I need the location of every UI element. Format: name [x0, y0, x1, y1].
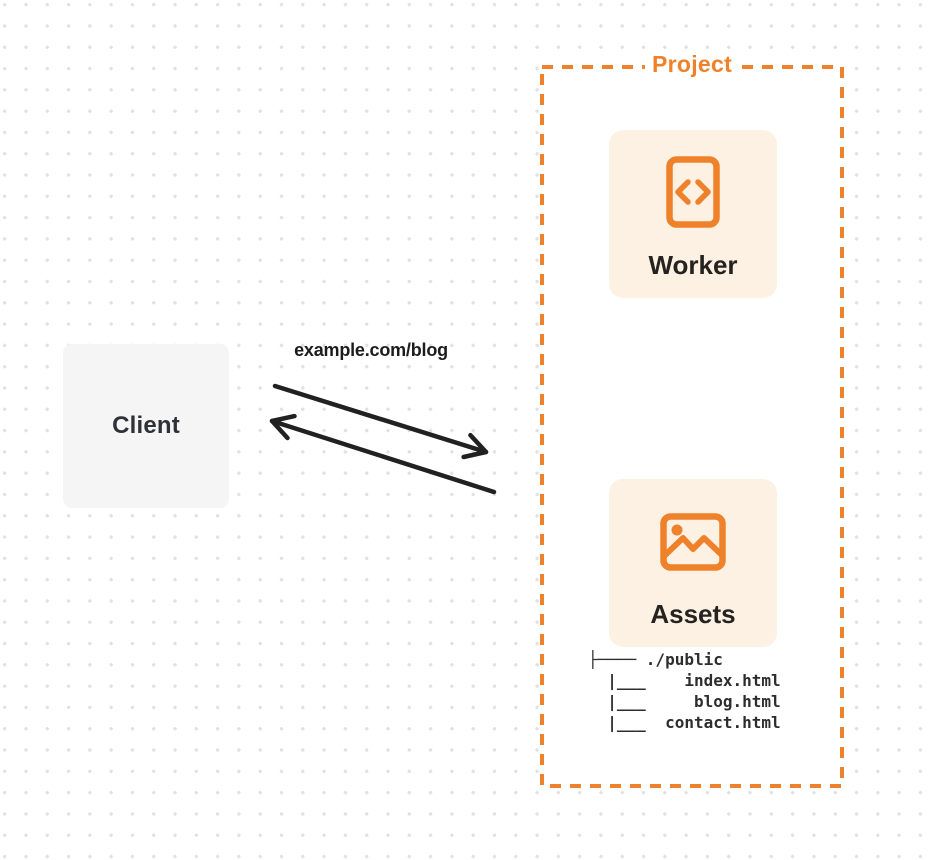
- project-container: Project Worker: [540, 51, 844, 788]
- client-node: Client: [63, 344, 229, 508]
- assets-file-tree: ├──── ./public |___ index.html |___ blog…: [588, 650, 781, 732]
- assets-node: Assets: [609, 479, 777, 647]
- request-url-label: example.com/blog: [294, 340, 448, 360]
- response-arrow: [269, 413, 497, 495]
- request-response-arrows: [269, 383, 497, 495]
- project-title: Project: [644, 51, 740, 78]
- request-arrow: [272, 383, 489, 460]
- image-icon: [660, 513, 726, 571]
- code-document-icon: [666, 156, 720, 228]
- worker-node: Worker: [609, 130, 777, 298]
- client-label: Client: [112, 412, 180, 439]
- assets-label: Assets: [650, 599, 736, 629]
- worker-label: Worker: [648, 250, 738, 280]
